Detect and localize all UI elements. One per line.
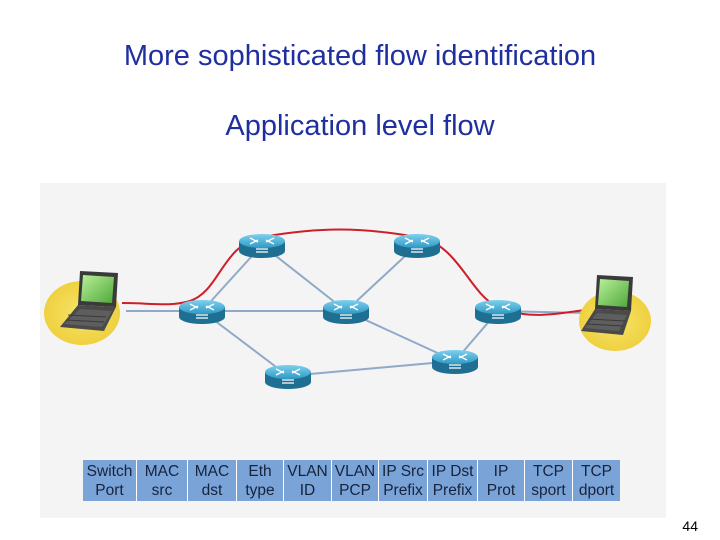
header-field-name: MAC xyxy=(144,463,180,480)
header-field-name: TCP xyxy=(581,463,612,480)
switch-center xyxy=(323,300,369,324)
header-field-subname: type xyxy=(245,482,275,499)
header-field-name: VLAN xyxy=(287,463,328,480)
router-icon xyxy=(239,234,285,258)
page-number: 44 xyxy=(682,518,698,534)
left-laptop xyxy=(44,271,120,345)
header-field-name: VLAN xyxy=(334,463,376,480)
router-icon xyxy=(475,300,521,324)
header-field-subname: sport xyxy=(531,482,566,499)
switch-lower-right xyxy=(432,350,478,374)
header-field-cell: TCP dport xyxy=(572,460,620,501)
laptop-icon xyxy=(60,271,118,331)
header-field-subname: Prefix xyxy=(383,482,423,499)
header-field-subname: ID xyxy=(299,482,316,499)
header-field-cell: IP Prot xyxy=(477,460,525,501)
switch-left xyxy=(179,300,225,324)
switch-right xyxy=(475,300,521,324)
header-field-cell: Eth type xyxy=(236,460,284,501)
router-icon xyxy=(394,234,440,258)
header-field-name: IP Src xyxy=(382,463,424,480)
router-icon xyxy=(432,350,478,374)
header-field-name: IP xyxy=(493,463,509,480)
switch-top-right xyxy=(394,234,440,258)
header-field-subname: PCP xyxy=(339,482,371,499)
link xyxy=(287,360,456,377)
header-field-subname: Prefix xyxy=(432,482,473,499)
router-icon xyxy=(179,300,225,324)
header-field-name: MAC xyxy=(194,463,230,480)
header-field-cell: MAC src xyxy=(136,460,188,501)
header-field-name: Switch xyxy=(86,463,133,480)
header-field-name: TCP xyxy=(533,463,564,480)
header-field-cell: MAC dst xyxy=(187,460,237,501)
header-field-cell: VLAN PCP xyxy=(331,460,379,501)
switch-top-left xyxy=(239,234,285,258)
router-icon xyxy=(265,365,311,389)
laptop-icon xyxy=(581,275,633,335)
header-field-subname: Port xyxy=(95,482,124,499)
header-field-subname: dport xyxy=(578,482,615,499)
right-laptop xyxy=(579,275,651,351)
header-field-subname: src xyxy=(151,482,173,499)
switch-bottom xyxy=(265,365,311,389)
slide-title: More sophisticated flow identification xyxy=(123,40,597,72)
header-field-cell: TCP sport xyxy=(524,460,573,501)
header-field-cell: VLAN ID xyxy=(283,460,332,501)
header-field-name: Eth xyxy=(248,463,272,480)
header-field-name: IP Dst xyxy=(431,463,474,480)
header-field-subname: Prot xyxy=(486,482,516,499)
network-diagram-svg xyxy=(44,228,651,389)
slide-subtitle: Application level flow xyxy=(225,110,495,142)
header-field-subname: dst xyxy=(201,482,223,499)
router-icon xyxy=(323,300,369,324)
